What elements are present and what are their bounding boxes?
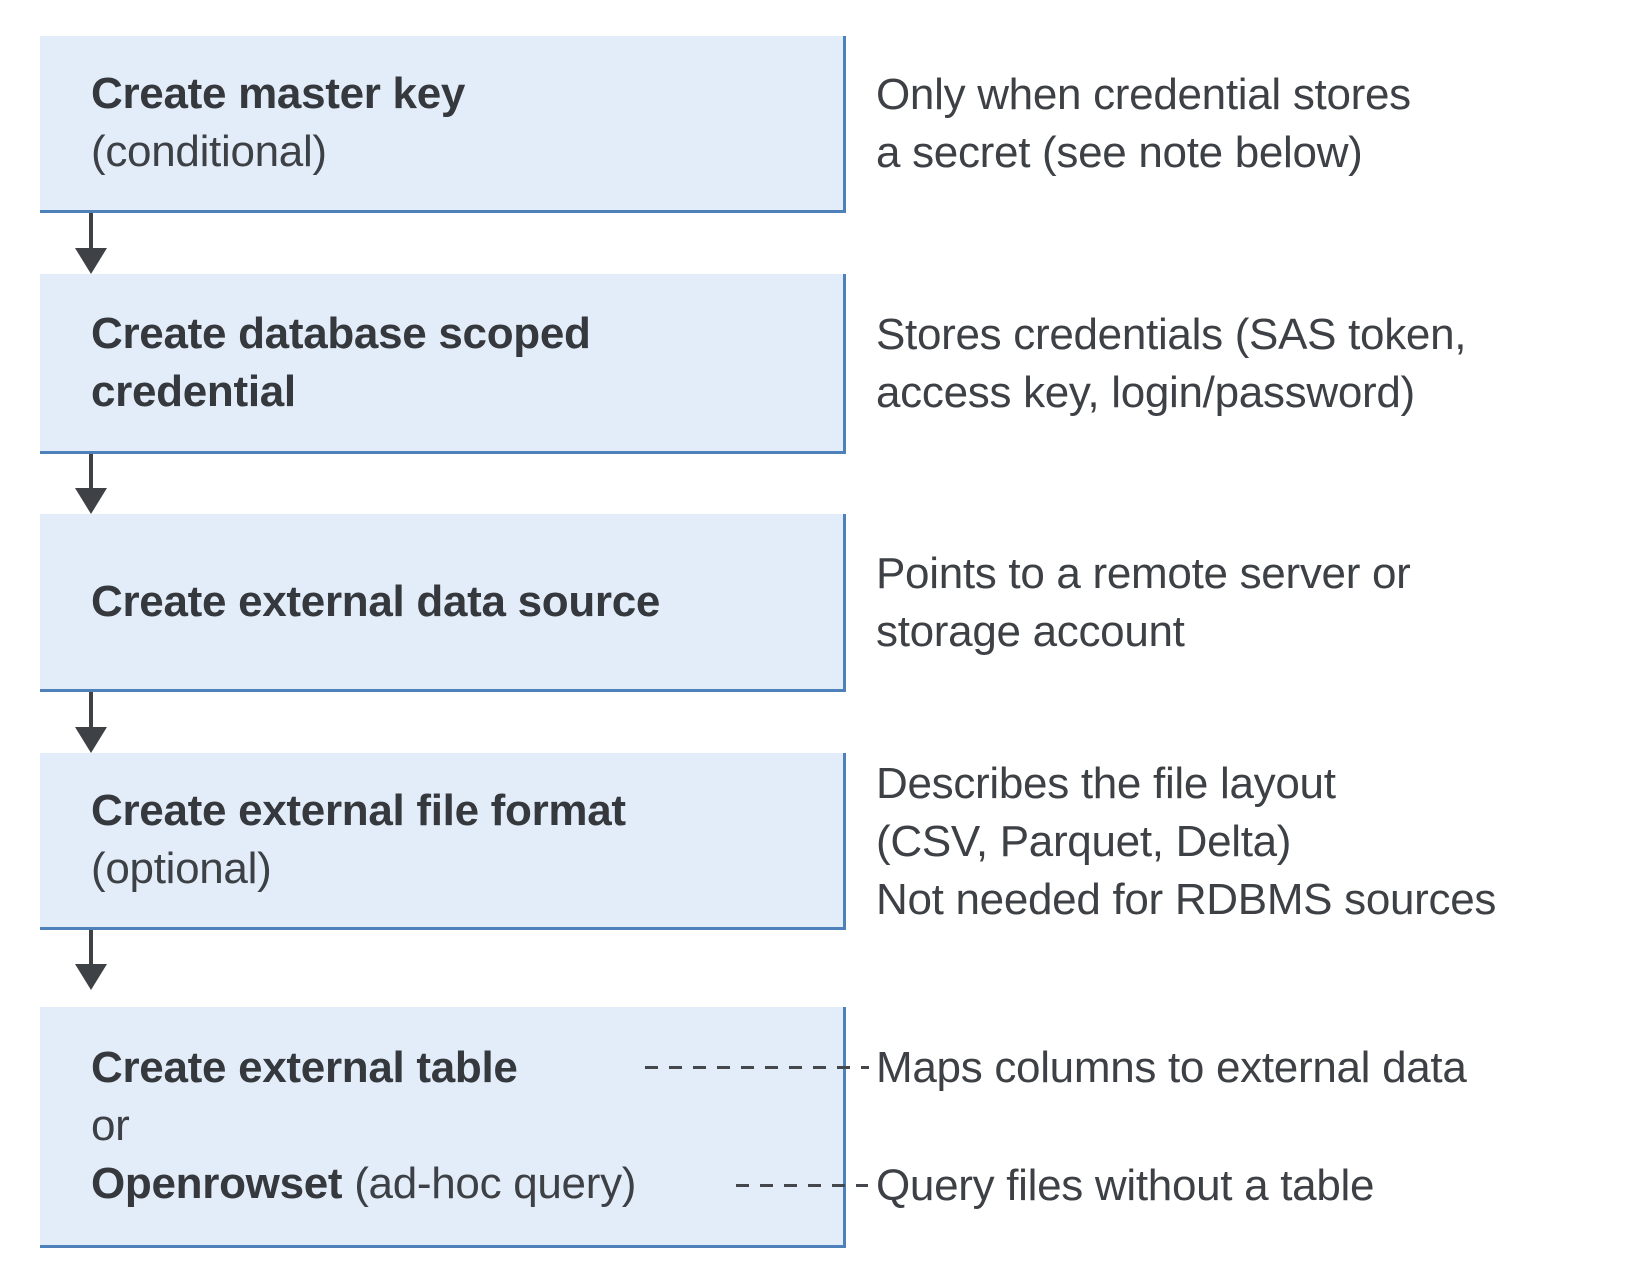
arrow-down-icon <box>75 930 107 990</box>
box-title-text: Create master key <box>91 69 466 118</box>
callout-maps-columns: Maps columns to external data <box>876 1039 1467 1097</box>
box-subtitle-line: (conditional) <box>91 123 843 181</box>
box-or-line: or <box>91 1097 843 1155</box>
annotation-line: Points to a remote server or <box>876 549 1411 598</box>
arrow-head <box>75 727 107 753</box>
annotation-database-scoped-credential: Stores credentials (SAS token, access ke… <box>876 306 1466 422</box>
box-subtitle-text: (ad-hoc query) <box>342 1159 637 1208</box>
box-title-line: Create external table <box>91 1039 843 1097</box>
arrow-down-icon <box>75 692 107 753</box>
arrow-stem <box>89 930 93 968</box>
annotation-line: Maps columns to external data <box>876 1043 1467 1092</box>
dashed-connector-openrowset <box>736 1184 868 1187</box>
box-title-text: Create external table <box>91 1043 518 1092</box>
arrow-head <box>75 248 107 274</box>
annotation-line: (CSV, Parquet, Delta) <box>876 817 1292 866</box>
arrow-down-icon <box>75 213 107 274</box>
arrow-stem <box>89 692 93 731</box>
annotation-external-data-source: Points to a remote server or storage acc… <box>876 545 1411 661</box>
flow-box-create-external-file-format: Create external file format (optional) <box>40 753 846 930</box>
flow-box-create-master-key: Create master key (conditional) <box>40 36 846 213</box>
flow-box-create-external-data-source: Create external data source <box>40 514 846 692</box>
box-subtitle-line: (optional) <box>91 840 843 898</box>
annotation-line: Only when credential stores <box>876 70 1411 119</box>
box-or-text: or <box>91 1101 130 1150</box>
box-subtitle-text: (conditional) <box>91 127 327 176</box>
annotation-external-file-format: Describes the file layout (CSV, Parquet,… <box>876 755 1496 929</box>
annotation-line: Stores credentials (SAS token, <box>876 310 1467 359</box>
box-title-text: Create external file format <box>91 786 626 835</box>
box-title-text: credential <box>91 366 296 416</box>
box-title-line: Create database scoped <box>91 305 843 363</box>
arrow-stem <box>89 454 93 492</box>
flow-box-create-external-table-or-openrowset: Create external table or Openrowset (ad-… <box>40 1007 846 1248</box>
arrow-head <box>75 488 107 514</box>
box-title-line: Create external file format <box>91 782 843 840</box>
box-title-line: credential <box>91 363 843 421</box>
box-title-line: Create external data source <box>91 573 843 631</box>
flow-box-create-database-scoped-credential: Create database scoped credential <box>40 274 846 454</box>
annotation-master-key: Only when credential stores a secret (se… <box>876 66 1411 182</box>
annotation-line: Query files without a table <box>876 1161 1375 1210</box>
box-title-line: Create master key <box>91 65 843 123</box>
box-title-text: Create database scoped <box>91 308 591 358</box>
box-title-text: Create external data source <box>91 576 661 626</box>
annotation-line: Not needed for RDBMS sources <box>876 875 1497 924</box>
box-title-text: Openrowset <box>91 1159 343 1208</box>
annotation-line: a secret (see note below) <box>876 128 1363 177</box>
annotation-line: storage account <box>876 607 1185 656</box>
annotation-line: access key, login/password) <box>876 368 1415 417</box>
callout-query-files: Query files without a table <box>876 1157 1374 1215</box>
arrow-down-icon <box>75 454 107 514</box>
annotation-line: Describes the file layout <box>876 759 1336 808</box>
box-subtitle-text: (optional) <box>91 844 272 893</box>
box-openrowset-line: Openrowset (ad-hoc query) <box>91 1155 843 1213</box>
arrow-stem <box>89 213 93 252</box>
dashed-connector-external-table <box>645 1066 869 1069</box>
arrow-head <box>75 964 107 990</box>
